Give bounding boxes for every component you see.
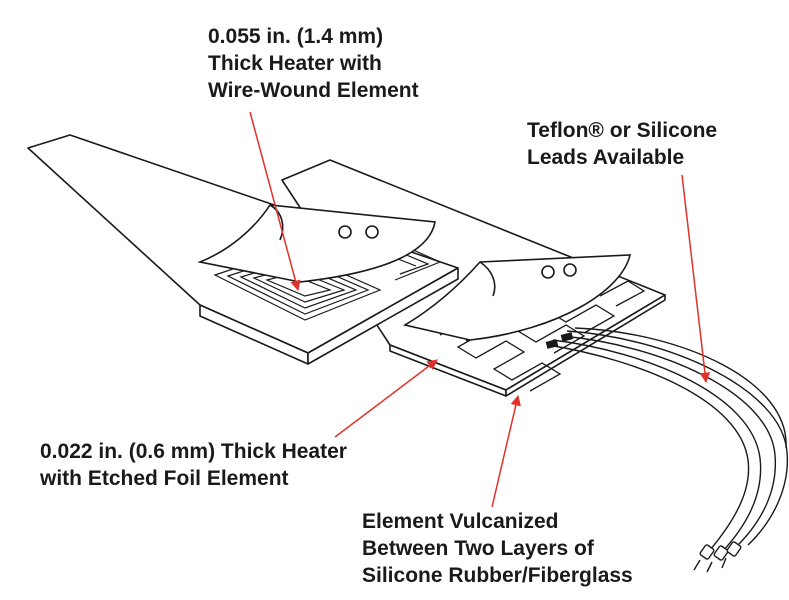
- leader-etched-foil: [334, 359, 438, 438]
- lead-connection: [545, 332, 574, 349]
- label-wire-wound-line1: 0.055 in. (1.4 mm): [208, 25, 384, 48]
- label-vulcanized-line3: Silicone Rubber/Fiberglass: [362, 564, 633, 587]
- leader-leads: [681, 174, 711, 384]
- label-etched-foil-line2: with Etched Foil Element: [40, 467, 289, 490]
- label-leads: Teflon® or Silicone Leads Available: [527, 117, 717, 171]
- label-vulcanized-line1: Element Vulcanized: [362, 510, 559, 533]
- wire-wound-side: [307, 267, 459, 365]
- label-leads-line2: Leads Available: [527, 146, 685, 169]
- leader-lines: [249, 111, 711, 508]
- leader-wire-wound: [249, 111, 301, 292]
- label-wire-wound-line2: Thick Heater with: [208, 52, 382, 75]
- label-etched-foil-heater: 0.022 in. (0.6 mm) Thick Heater with Etc…: [40, 438, 347, 492]
- etched-foil-peeled-corner: [402, 254, 632, 341]
- label-etched-foil-line1: 0.022 in. (0.6 mm) Thick Heater: [40, 440, 347, 463]
- label-leads-line1: Teflon® or Silicone: [527, 119, 718, 142]
- label-wire-wound-line3: Wire-Wound Element: [208, 79, 419, 102]
- lead-ends: [693, 541, 742, 573]
- label-vulcanized-line2: Between Two Layers of: [362, 537, 594, 560]
- wire-wound-peeled-corner: [197, 204, 436, 283]
- label-vulcanized: Element Vulcanized Between Two Layers of…: [362, 508, 633, 589]
- label-wire-wound-heater: 0.055 in. (1.4 mm) Thick Heater with Wir…: [208, 23, 419, 104]
- leader-vulcanized: [491, 394, 521, 508]
- heater-leads: [547, 327, 789, 553]
